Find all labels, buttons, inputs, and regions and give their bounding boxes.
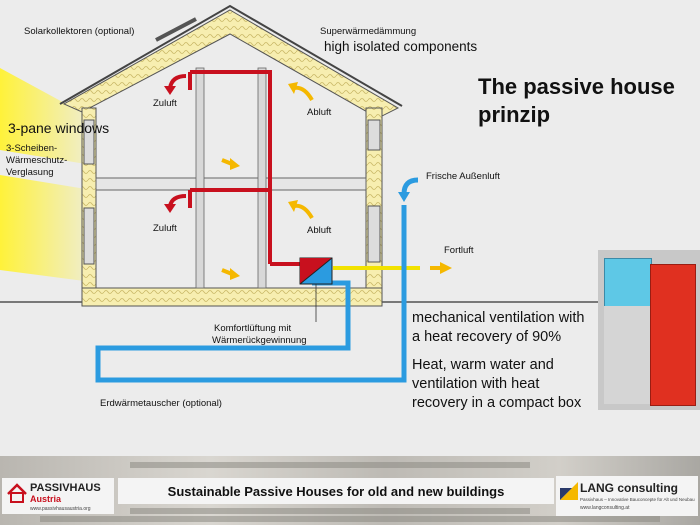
supply-arrow-icon: [164, 86, 176, 95]
supply-arrow-icon: [164, 204, 176, 213]
ground-hx-label: Erdwärmetauscher (optional): [100, 398, 222, 409]
mech-vent-line-1: mechanical ventilation with: [412, 310, 585, 326]
exhaust-air-label-bottom: Abluft: [307, 225, 332, 236]
logo-right-sub: Passivhaus – Innovative Bauconcepte für …: [580, 497, 695, 502]
logo-right-url: www.langconsulting.at: [580, 505, 630, 511]
logo-left-url: www.passivhausaustria.org: [30, 506, 91, 512]
solar-label: Solarkollektoren (optional): [24, 26, 135, 37]
warm-air-arrow-icon: [230, 158, 240, 170]
exhaust-arrow-icon: [293, 203, 314, 220]
passivhaus-austria-logo[interactable]: PASSIVHAUS Austria www.passivhausaustria…: [2, 478, 114, 514]
footer-tagline: Sustainable Passive Houses for old and n…: [118, 478, 554, 504]
compact-line-1: Heat, warm water and: [412, 357, 554, 373]
supply-air-label-top: Zuluft: [153, 98, 177, 109]
window: [83, 119, 95, 165]
fresh-air-label: Frische Außenluft: [426, 171, 500, 182]
roof-insulation: [62, 9, 400, 119]
glazing-label-1: 3-Scheiben-: [6, 143, 58, 154]
house-logo-icon: [7, 483, 27, 503]
supply-duct: [188, 70, 272, 264]
logo-left-sub: Austria: [30, 494, 62, 504]
exhaust-air-label-top: Abluft: [307, 107, 332, 118]
ground-heat-exchanger-duct: [95, 280, 407, 383]
footer: PASSIVHAUS Austria www.passivhausaustria…: [0, 456, 700, 525]
interior-wall: [195, 67, 205, 289]
window: [83, 207, 95, 265]
warm-air-arrow-icon: [230, 268, 240, 280]
three-pane-label: 3-pane windows: [8, 120, 110, 136]
lang-logo-icon: [560, 482, 578, 500]
heat-exchanger-icon: [299, 257, 333, 285]
compact-line-3: recovery in a compact box: [412, 395, 582, 411]
roof-edge: [59, 4, 403, 107]
interior-wall: [257, 67, 267, 289]
title-line-2: prinzip: [478, 102, 551, 127]
compact-unit-body: [650, 264, 696, 406]
logo-left-main: PASSIVHAUS: [30, 482, 101, 494]
solar-collector: [155, 17, 197, 42]
exhaust-arrow-icon: [288, 200, 298, 212]
sunlight-ray: [0, 68, 92, 165]
fresh-air-arrow-icon: [401, 177, 419, 195]
fresh-air-arrow-icon: [398, 192, 410, 202]
superinsulation-label: Superwärmedämmung: [320, 26, 417, 37]
window: [367, 205, 381, 263]
compact-line-2: ventilation with heat: [412, 376, 540, 392]
supply-air-label-bottom: Zuluft: [153, 223, 177, 234]
mech-vent-line-2: a heat recovery of 90%: [412, 329, 562, 345]
foundation-insulation: [81, 287, 383, 307]
outgoing-air-label: Fortluft: [444, 245, 474, 256]
comfort-vent-label-2: Wärmerückgewinnung: [212, 335, 307, 346]
glazing-label-3: Verglasung: [6, 167, 54, 178]
exhaust-arrow-icon: [293, 85, 314, 102]
exhaust-arrow-icon: [288, 82, 298, 94]
compact-unit-top: [604, 258, 652, 308]
lang-consulting-logo[interactable]: LANG consulting Passivhaus – Innovative …: [556, 476, 698, 516]
compact-unit-base: [604, 306, 650, 404]
window: [367, 119, 381, 151]
high-isolated-label: high isolated components: [324, 39, 478, 54]
outgoing-air-arrow-icon: [440, 262, 452, 274]
title-line-1: The passive house: [478, 74, 675, 99]
sunlight-ray: [0, 175, 92, 282]
logo-right-main: LANG consulting: [580, 481, 678, 495]
glazing-label-2: Wärmeschutz-: [6, 155, 68, 166]
compact-unit-photo: [598, 250, 700, 410]
comfort-vent-label-1: Komfortlüftung mit: [214, 323, 292, 334]
